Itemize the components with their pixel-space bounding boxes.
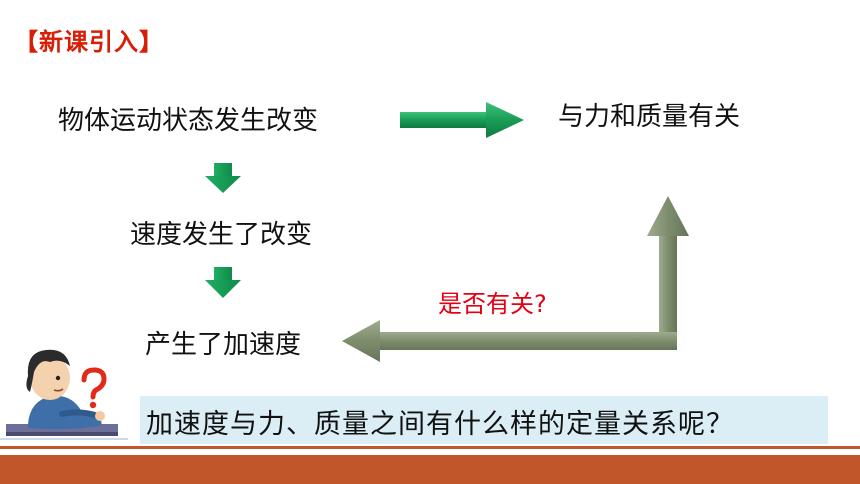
arrow-right-green bbox=[400, 102, 524, 138]
node-acceleration: 产生了加速度 bbox=[145, 330, 302, 360]
node-force-mass: 与力和质量有关 bbox=[558, 102, 741, 132]
node-velocity-change: 速度发生了改变 bbox=[130, 220, 313, 250]
node-motion-change: 物体运动状态发生改变 bbox=[58, 106, 319, 136]
question-label: 是否有关? bbox=[438, 290, 547, 318]
arrow-down-1 bbox=[205, 163, 241, 193]
question-mark-icon bbox=[81, 367, 107, 409]
caption-box bbox=[140, 396, 828, 444]
caption-text: 加速度与力、质量之间有什么样的定量关系呢？ bbox=[146, 409, 734, 440]
arrow-gray-connector bbox=[342, 196, 689, 362]
footer-line bbox=[0, 446, 860, 449]
arrow-down-2 bbox=[205, 267, 241, 298]
thinking-person-icon bbox=[6, 349, 118, 436]
footer-bar bbox=[0, 455, 860, 484]
section-tag: 【新课引入】 bbox=[14, 28, 164, 56]
